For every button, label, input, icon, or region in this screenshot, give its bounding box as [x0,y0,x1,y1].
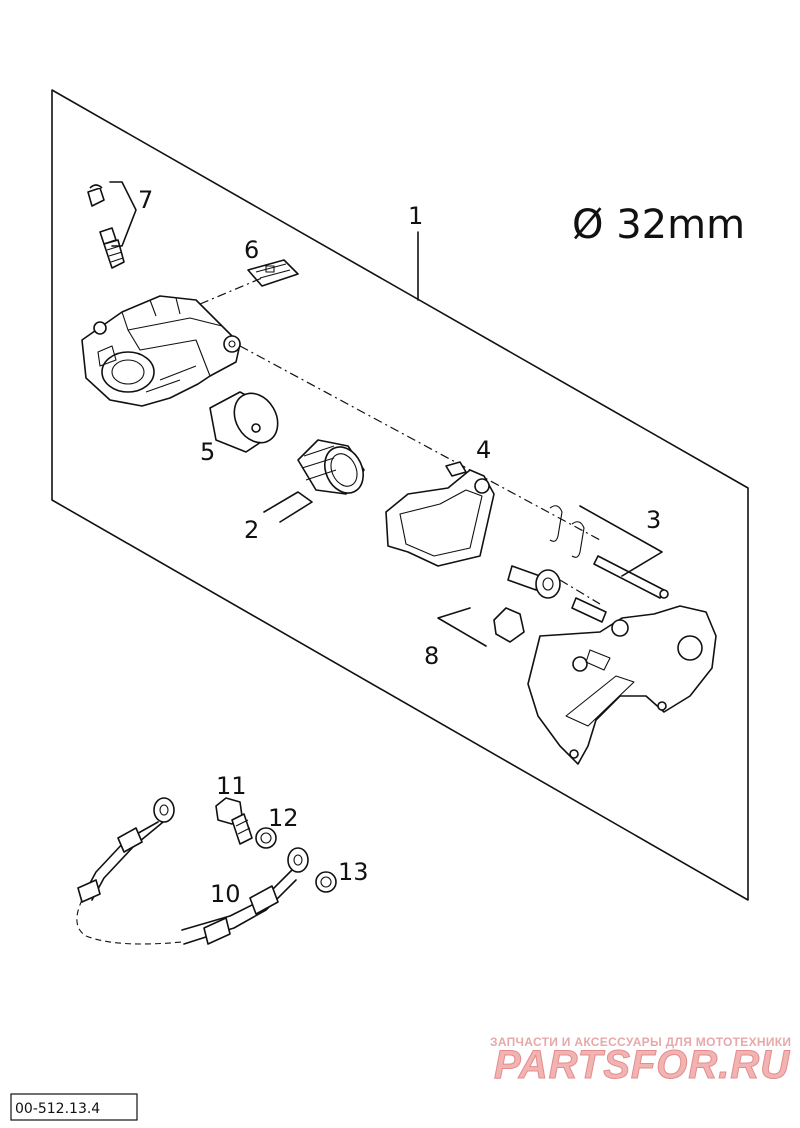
seal-kit-part-2 [297,439,365,495]
bracket-8 [437,607,487,647]
bracket-2 [263,491,313,523]
callout-3: 3 [646,506,661,534]
diagram-code: 00-512.13.4 [15,1101,100,1117]
callout-7: 7 [138,186,153,214]
callout-6: 6 [244,236,259,264]
axis-lower [559,579,601,605]
callout-5: 5 [200,438,215,466]
pad-spring-part-6 [247,259,299,287]
pin-clip-set-part-3 [549,505,669,599]
diameter-label: Ø 32mm [572,202,745,248]
bracket-3 [579,505,663,577]
callout-12: 12 [268,804,299,832]
brake-hose-part-10 [76,797,309,945]
brake-pads-part-4 [385,461,495,567]
axis-upper [199,277,263,305]
callout-4: 4 [476,436,491,464]
axis-main [239,345,601,541]
piston-part-5 [209,391,279,453]
caliper-carrier-bracket [527,605,717,765]
watermark-tagline: ЗАПЧАСТИ И АКСЕССУАРЫ ДЛЯ МОТОТЕХНИКИ [490,1035,791,1049]
callout-1: 1 [408,202,423,230]
banjo-bolt-part-11 [215,797,253,845]
callout-13: 13 [338,858,369,886]
caliper-housing-part-1 [81,295,241,407]
callout-8: 8 [424,642,439,670]
watermark-brand: PARTSFOR.RU [494,1043,790,1087]
diagram-code-box [10,1093,138,1121]
callout-10: 10 [210,880,241,908]
sealing-washer-part-12 [255,827,277,849]
assembly-frame [51,89,749,901]
bleeder-valve-part-7 [87,184,125,269]
bracket-7 [109,181,137,247]
sealing-washer-part-13 [315,871,337,893]
callout-11: 11 [216,772,247,800]
slide-pin-kit-part-8 [493,565,607,643]
callout-2: 2 [244,516,259,544]
